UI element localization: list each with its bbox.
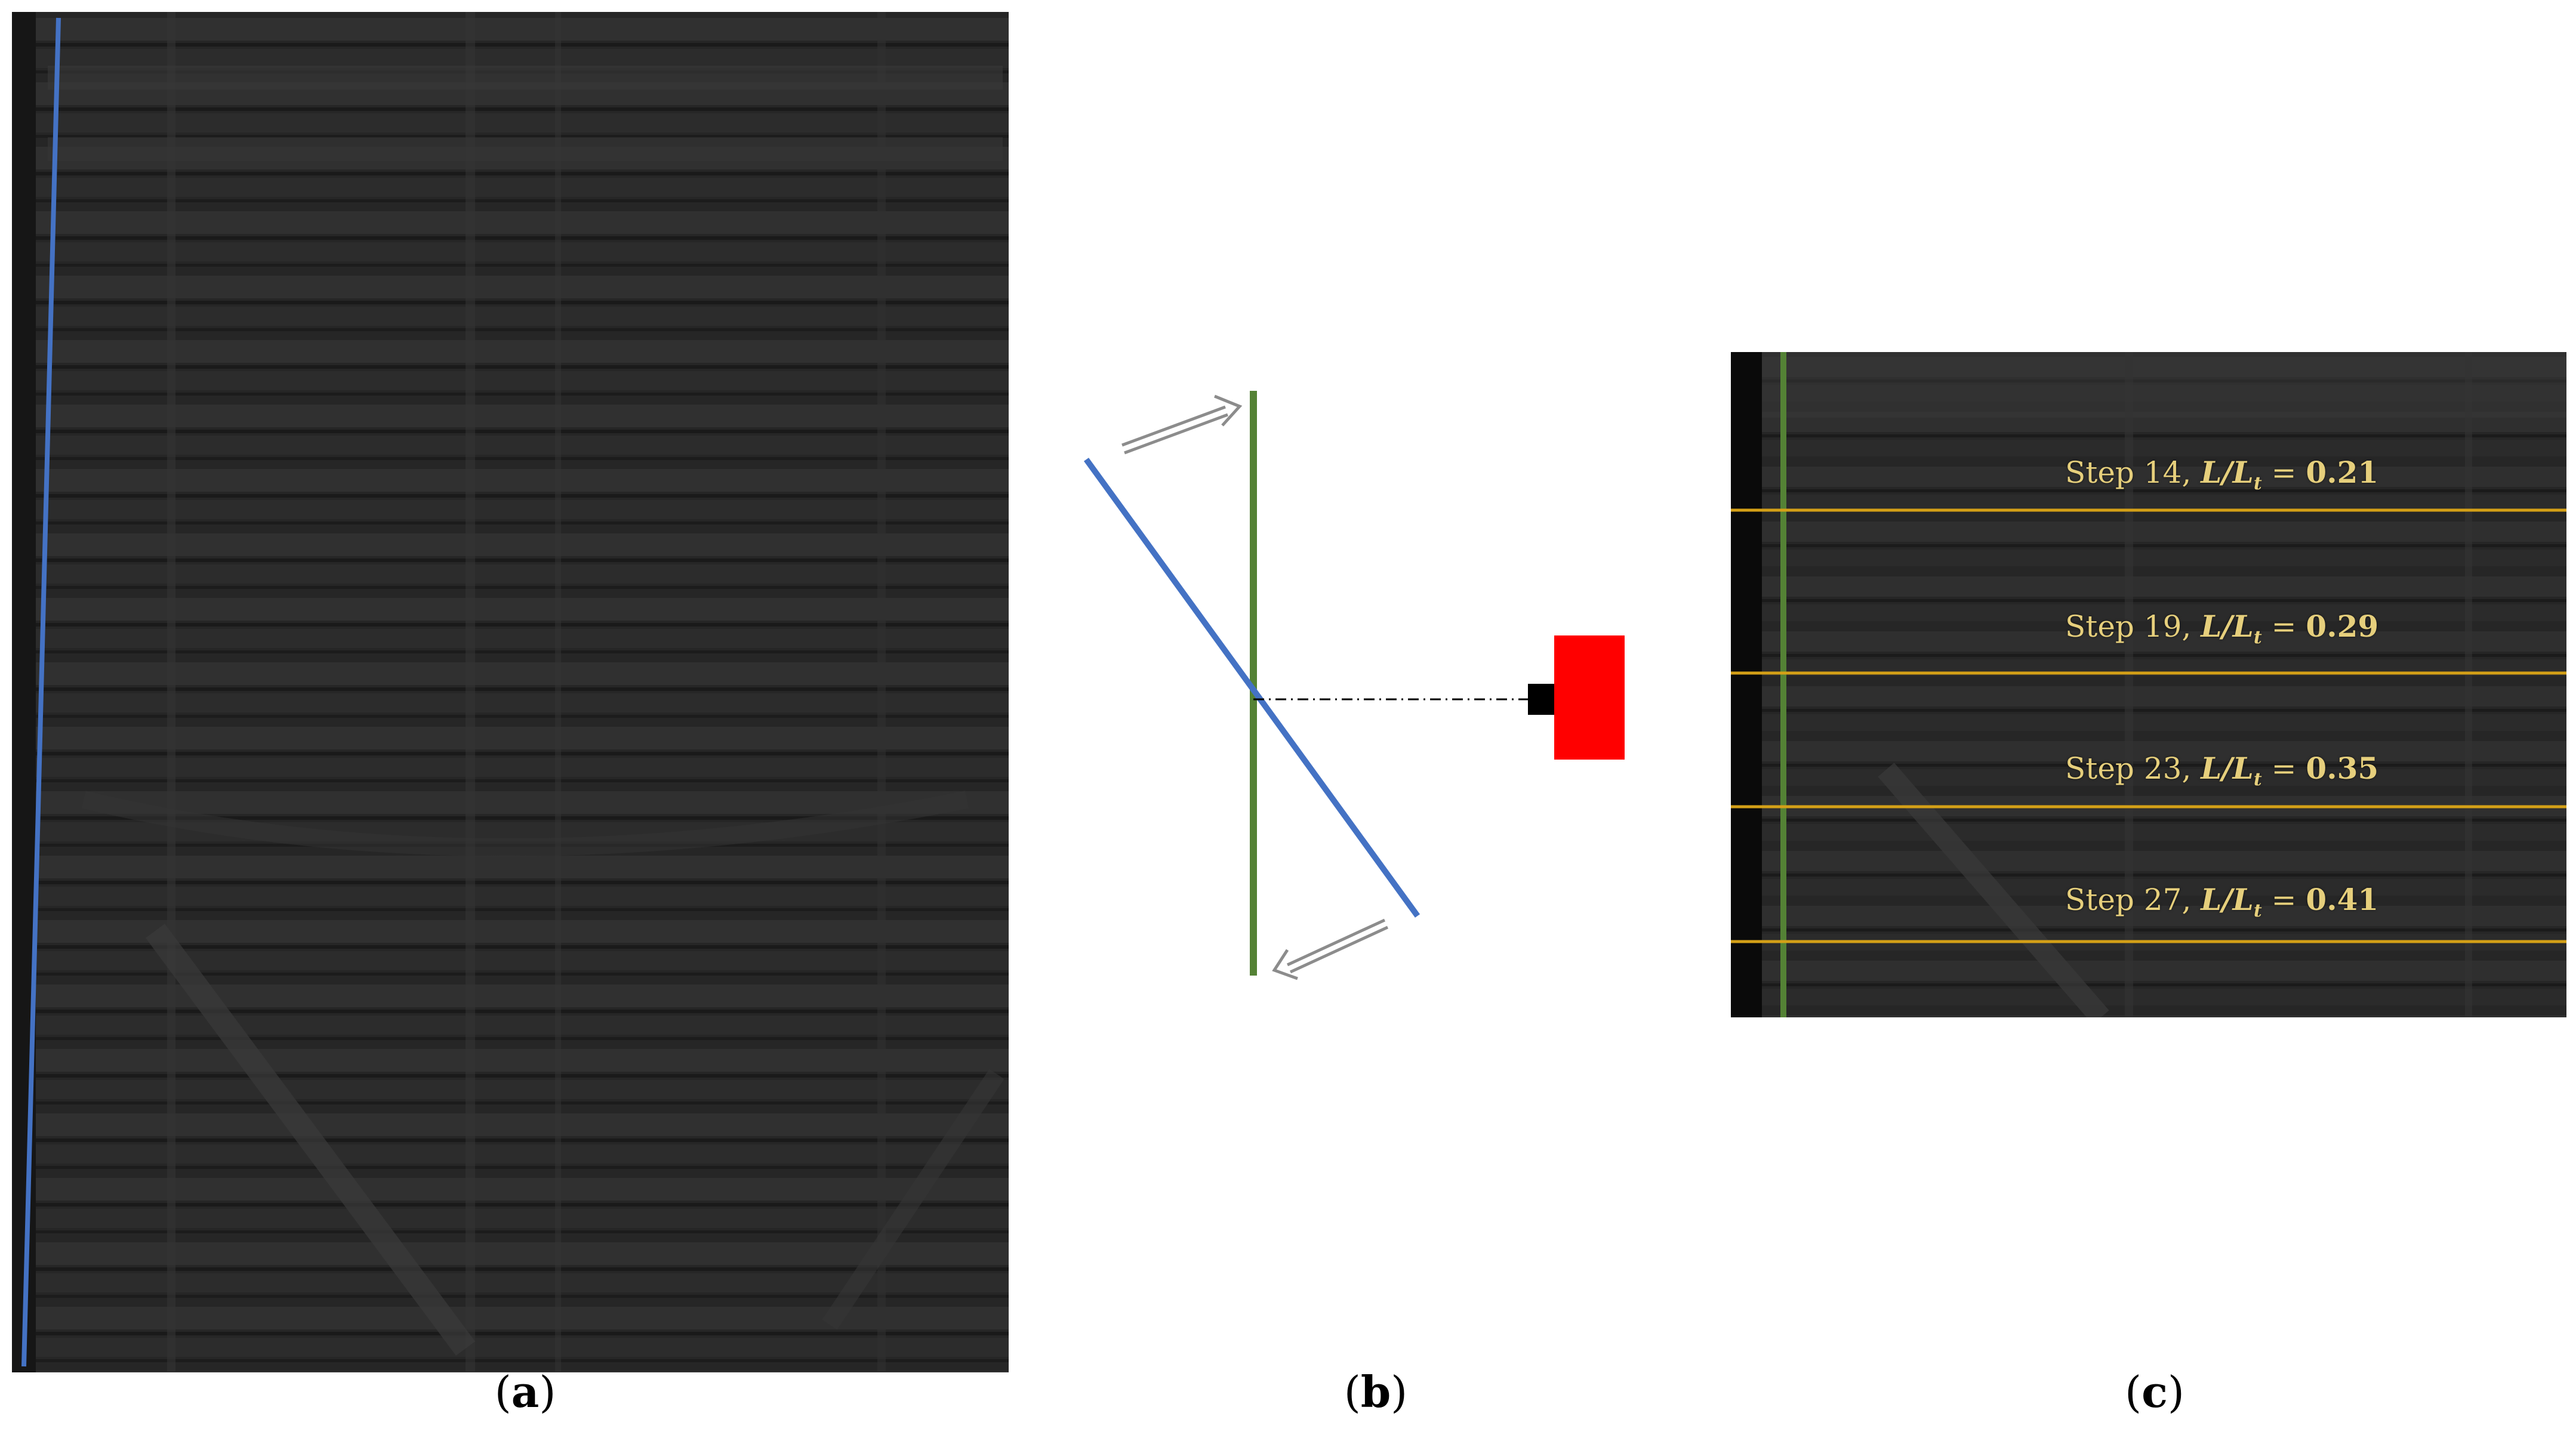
step-label-27: Step 27, L/Lt = 0.41 (2065, 882, 2379, 921)
camera-body (1554, 635, 1625, 760)
panel-a-image (12, 12, 1009, 1372)
panel-c-texture (1731, 352, 2566, 1017)
arrow-icon-top (1121, 394, 1243, 455)
blue-tilted-line (1083, 458, 1421, 918)
tilted-blue-line (21, 17, 61, 1367)
caption-a: (a) (494, 1366, 556, 1417)
step-label-19: Step 19, L/Lt = 0.29 (2065, 609, 2379, 648)
step-label-14: Step 14, L/Lt = 0.21 (2065, 455, 2379, 494)
arrow-icon-bottom (1272, 918, 1389, 980)
panel-c-image: Step 14, L/Lt = 0.21 Step 19, L/Lt = 0.2… (1731, 352, 2566, 1017)
caption-c: (c) (2124, 1366, 2185, 1417)
panel-a-texture (12, 12, 1009, 1372)
panel-b-diagram (1062, 358, 1659, 1014)
step-label-23: Step 23, L/Lt = 0.35 (2065, 751, 2379, 790)
camera-lens (1528, 684, 1554, 715)
caption-b: (b) (1344, 1366, 1408, 1417)
